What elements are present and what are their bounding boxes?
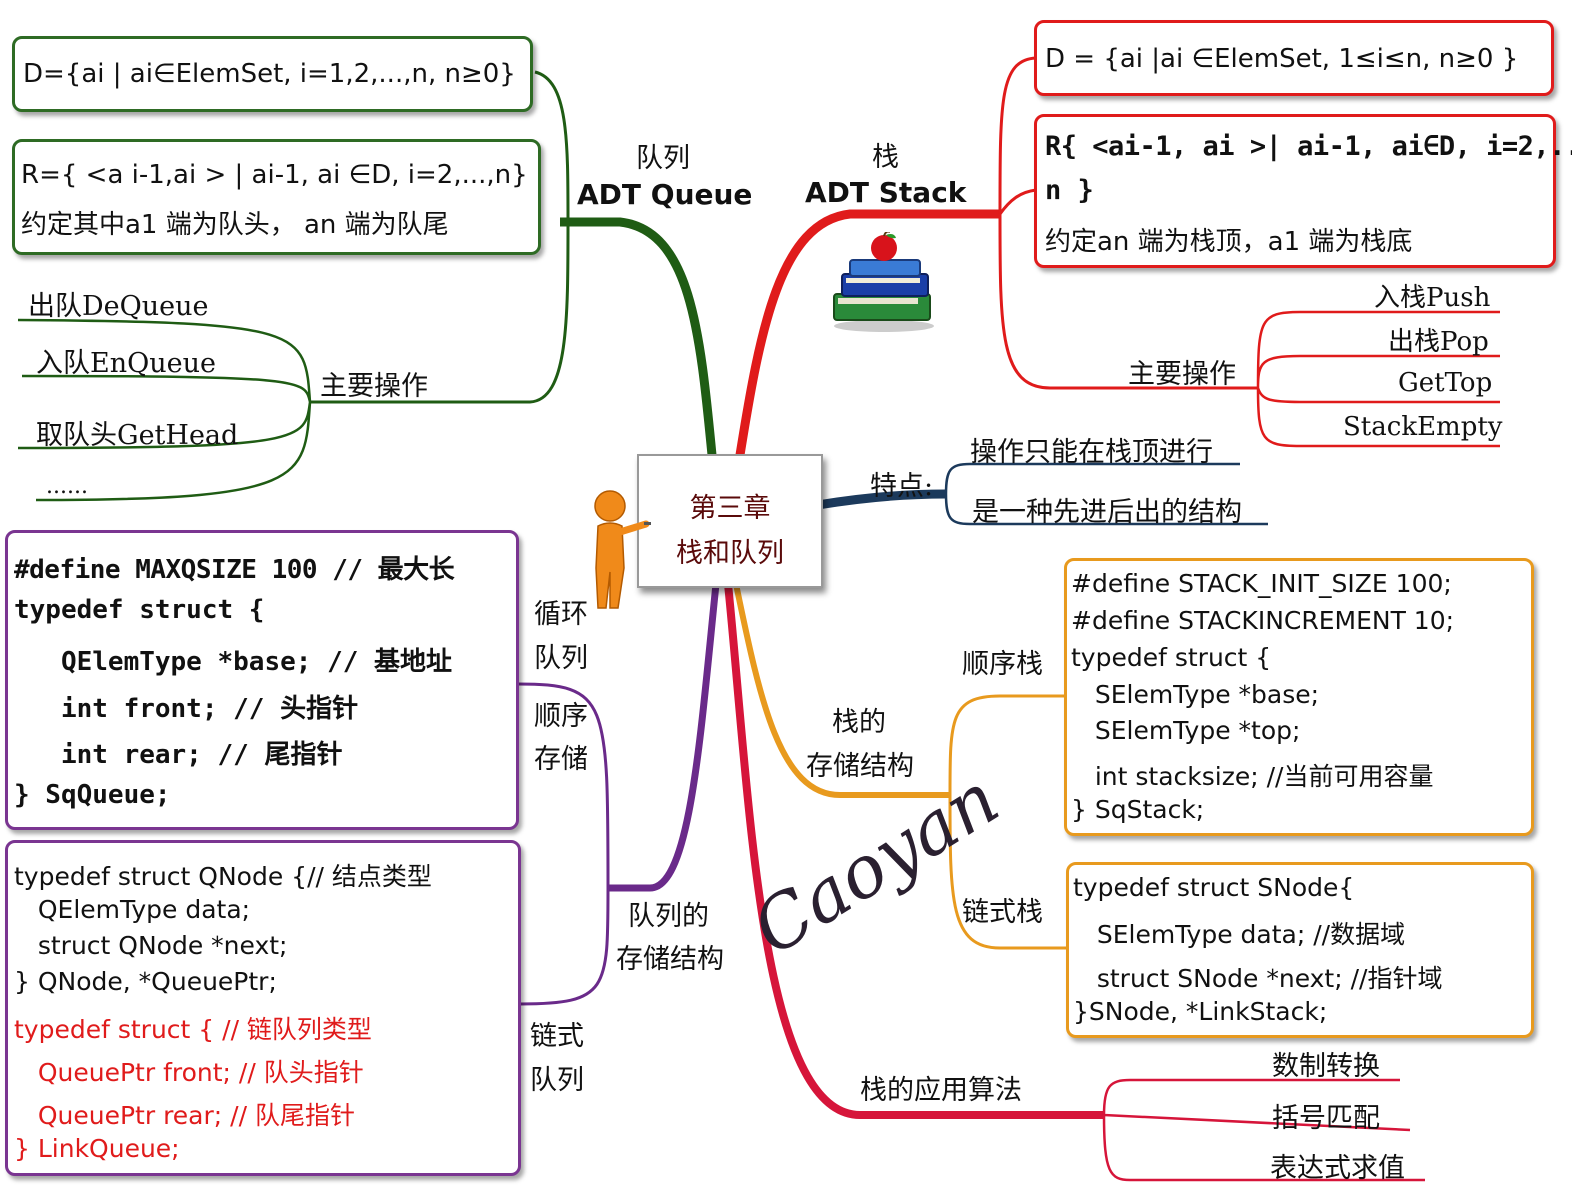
stack-relation-line2: n }: [1045, 175, 1094, 206]
link-queue-code-line-red: } LinkQueue;: [14, 1134, 180, 1163]
feature-item-1: 操作只能在栈顶进行: [970, 437, 1213, 468]
queue-ops-fan: [17, 318, 312, 502]
central-topic-line2: 栈和队列: [676, 538, 784, 569]
seq-stack-code-line: SElemType *top;: [1071, 716, 1301, 745]
seq-stack-code-line: } SqStack;: [1071, 795, 1205, 824]
teacher-figure-icon: [594, 490, 651, 609]
seq-queue-code-line: typedef struct {: [14, 595, 265, 625]
stack-app-fan: [1102, 1078, 1425, 1182]
feature-item-2: 是一种先进后出的结构: [972, 497, 1242, 528]
link-queue-code-line: struct QNode *next;: [14, 931, 288, 960]
stack-sub-branch-ops: [998, 213, 1258, 390]
stack-op-push: 入栈Push: [1374, 283, 1491, 313]
seq-stack-code-line: int stacksize; //当前可用容量: [1071, 762, 1434, 791]
seq-queue-code-line: QElemType *base; // 基地址: [14, 647, 453, 677]
stack-relation-box: R{ <ai-1, ai >| ai-1, ai∈D, i=2,..., n }…: [1034, 114, 1572, 268]
queue-relation-def: R={ <a i-1,ai > | ai-1, ai ∈D, i=2,...,n…: [21, 160, 528, 190]
queue-storage-label-1: 队列的: [628, 901, 709, 932]
link-queue-code-box: typedef struct QNode {// 结点类型 QElemType …: [5, 840, 521, 1176]
stack-op-stackempty: StackEmpty: [1343, 412, 1503, 442]
seq-stack-code-box: #define STACK_INIT_SIZE 100; #define STA…: [1064, 558, 1534, 836]
link-stack-label: 链式栈: [962, 897, 1043, 928]
seq-stack-code-line: #define STACKINCREMENT 10;: [1071, 606, 1455, 635]
features-fan: [944, 462, 1268, 526]
link-queue-code-line: QElemType data;: [14, 895, 251, 924]
seq-queue-code-line: } SqQueue;: [14, 780, 171, 810]
seq-queue-code-line: #define MAXQSIZE 100 // 最大长: [14, 555, 455, 585]
queue-storage-label-2: 存储结构: [616, 944, 724, 975]
seq-stack-code-line: typedef struct {: [1071, 643, 1272, 672]
queue-sub-branch-ops: [310, 221, 570, 404]
seq-queue-label-2: 存储: [534, 744, 588, 775]
link-queue-code-line-red: QueuePtr rear; // 队尾指针: [14, 1101, 355, 1130]
queue-op-gethead: 取队头GetHead: [36, 420, 239, 451]
central-topic-line1: 第三章: [689, 493, 771, 524]
stack-app-branch: [724, 583, 1104, 1119]
stack-op-gettop: GetTop: [1398, 368, 1493, 398]
seq-stack-code-line: SElemType *base;: [1071, 680, 1320, 709]
link-stack-code-line: }SNode, *LinkStack;: [1073, 997, 1328, 1026]
link-queue-code-line-red: QueuePtr front; // 队头指针: [14, 1058, 364, 1087]
queue-data-def-box: D={ai | ai∈ElemSet, i=1,2,...,n, n≥0}: [12, 36, 533, 112]
queue-storage-branch: [608, 583, 720, 892]
stack-ops-fan: [1256, 310, 1500, 448]
stack-storage-branch: [733, 583, 950, 798]
stack-app-item: 表达式求值: [1270, 1153, 1405, 1184]
stack-app-label: 栈的应用算法: [860, 1075, 1022, 1106]
stack-convention: 约定an 端为栈顶，a1 端为栈底: [1045, 227, 1413, 257]
link-stack-code-box: typedef struct SNode{ SElemType data; //…: [1066, 862, 1534, 1038]
queue-relation-box: R={ <a i-1,ai > | ai-1, ai ∈D, i=2,...,n…: [12, 139, 541, 255]
seq-queue-code-line: int front; // 头指针: [14, 694, 359, 724]
stack-branch: [735, 209, 1000, 456]
stack-label-cn: 栈: [872, 142, 899, 173]
link-queue-label-1: 链式: [530, 1021, 584, 1052]
stack-relation-line1: R{ <ai-1, ai >| ai-1, ai∈D, i=2,...,: [1045, 131, 1572, 162]
seq-queue-code-line: int rear; // 尾指针: [14, 740, 343, 770]
stack-sub-branch-r: [998, 188, 1037, 215]
circular-queue-label-2: 队列: [534, 643, 588, 674]
stack-storage-label-2: 存储结构: [806, 751, 914, 782]
seq-queue-label-1: 顺序: [534, 701, 588, 732]
features-label: 特点:: [870, 471, 934, 502]
queue-convention: 约定其中a1 端为队头， an 端为队尾: [21, 210, 449, 240]
stack-data-def-box: D = {ai |ai ∈ElemSet, 1≤i≤n, n≥0 }: [1034, 20, 1554, 96]
circular-queue-label-1: 循环: [534, 599, 588, 630]
stack-label-en: ADT Stack: [805, 176, 967, 209]
central-topic: 第三章 栈和队列: [637, 454, 823, 588]
queue-ops-label: 主要操作: [320, 371, 428, 402]
seq-queue-code-box: #define MAXQSIZE 100 // 最大长 typedef stru…: [5, 530, 519, 830]
stack-storage-fan: [948, 694, 1066, 950]
stack-op-pop: 出栈Pop: [1388, 327, 1489, 357]
stack-sub-branch-d: [998, 56, 1037, 215]
seq-stack-label: 顺序栈: [962, 649, 1043, 680]
queue-sub-branch-d: [534, 70, 570, 223]
queue-op-enqueue: 入队EnQueue: [36, 348, 216, 379]
queue-label-en: ADT Queue: [577, 178, 753, 211]
link-queue-code-line-red: typedef struct { // 链队列类型: [14, 1015, 372, 1044]
seq-stack-code-line: #define STACK_INIT_SIZE 100;: [1071, 569, 1452, 598]
features-branch: [817, 489, 947, 510]
stack-ops-label: 主要操作: [1128, 359, 1236, 390]
queue-label-cn: 队列: [636, 143, 690, 174]
books-apple-icon: [833, 232, 934, 332]
link-queue-code-line: } QNode, *QueuePtr;: [14, 967, 277, 996]
queue-op-ellipsis: ......: [46, 474, 88, 499]
link-stack-code-line: typedef struct SNode{: [1073, 873, 1355, 902]
stack-app-item: 括号匹配: [1272, 1103, 1380, 1134]
stack-storage-label-1: 栈的: [832, 707, 886, 738]
queue-data-def: D={ai | ai∈ElemSet, i=1,2,...,n, n≥0}: [23, 59, 516, 89]
queue-storage-fan: [517, 682, 610, 1006]
link-stack-code-line: SElemType data; //数据域: [1073, 920, 1406, 949]
stack-data-def: D = {ai |ai ∈ElemSet, 1≤i≤n, n≥0 }: [1045, 44, 1519, 74]
link-queue-label-2: 队列: [530, 1065, 584, 1096]
queue-branch: [560, 217, 717, 456]
queue-op-dequeue: 出队DeQueue: [28, 291, 209, 322]
link-queue-code-line: typedef struct QNode {// 结点类型: [14, 862, 432, 891]
link-stack-code-line: struct SNode *next; //指针域: [1073, 964, 1443, 993]
stack-app-item: 数制转换: [1272, 1051, 1380, 1082]
